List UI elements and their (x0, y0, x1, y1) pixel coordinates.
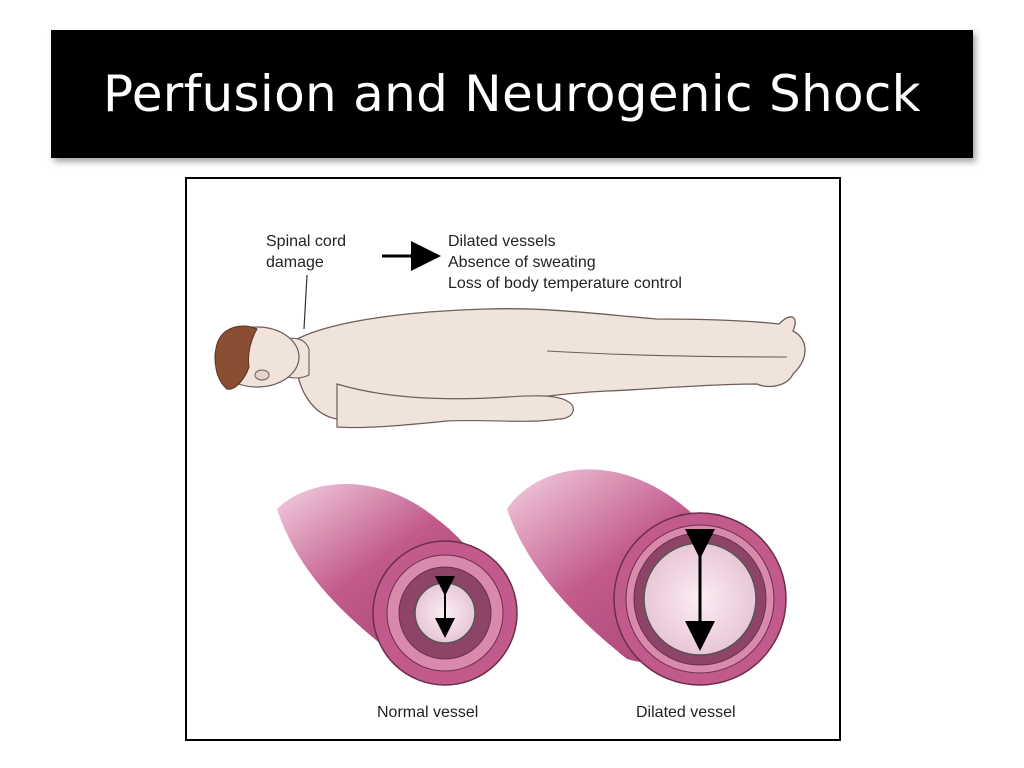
effect-temperature-control: Loss of body temperature control (448, 275, 682, 292)
illustration (214, 241, 806, 686)
leg-line (546, 350, 788, 358)
normal-vessel (277, 484, 518, 686)
arm (336, 383, 575, 429)
effect-dilated-vessels: Dilated vessels (448, 233, 556, 250)
cause-label: Spinal cord damage (266, 231, 346, 273)
lying-body (214, 308, 806, 429)
effect-absence-of-sweating: Absence of sweating (448, 254, 596, 271)
dilated-vessel-label: Dilated vessel (636, 704, 736, 721)
ear (254, 369, 270, 381)
spinal-leader-line (303, 274, 308, 330)
dilated-vessel (507, 469, 787, 686)
hair (214, 325, 258, 390)
cause-line-1: Spinal cord (266, 233, 347, 250)
title-bar: Perfusion and Neurogenic Shock (51, 30, 973, 158)
cause-line-2: damage (266, 254, 324, 271)
neurogenic-shock-figure: Spinal cord damage Dilated vessels Absen… (185, 177, 841, 741)
effects-list: Dilated vessels Absence of sweating Loss… (448, 231, 682, 294)
normal-vessel-label: Normal vessel (377, 704, 479, 721)
slide-title: Perfusion and Neurogenic Shock (103, 65, 921, 123)
